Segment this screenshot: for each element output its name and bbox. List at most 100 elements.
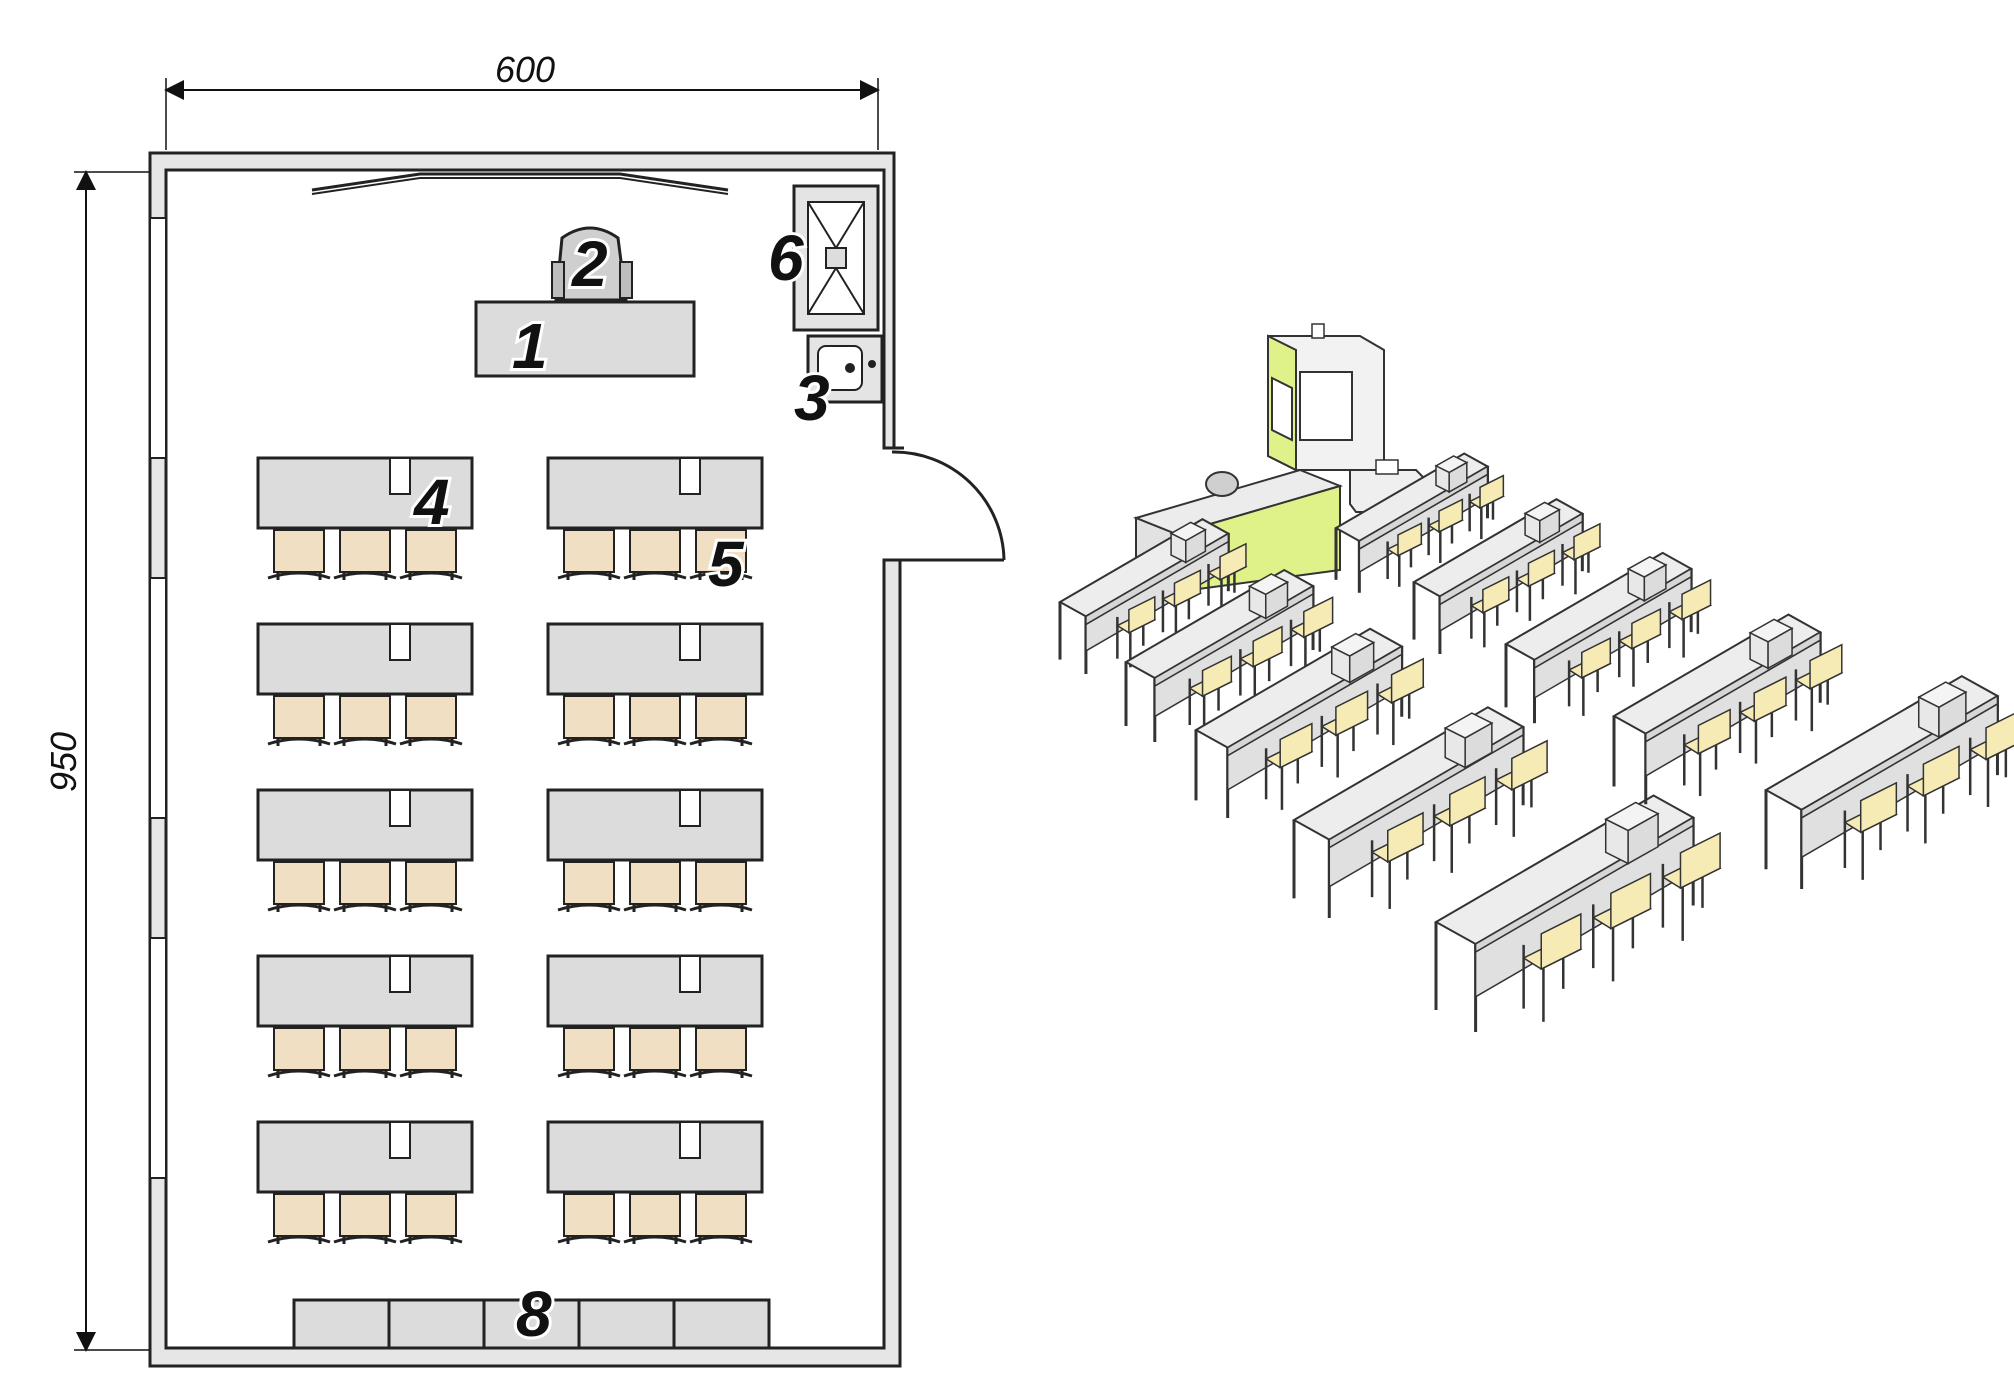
student-desk (256, 456, 474, 580)
persp-chair (1738, 675, 1788, 764)
persp-desk-right (1411, 498, 1602, 654)
teacher-chair (551, 226, 633, 302)
student-desk (546, 954, 764, 1078)
student-desk (256, 788, 474, 912)
persp-chair (1188, 654, 1233, 735)
student-chair (399, 529, 463, 580)
callout-8: 8 (516, 1278, 552, 1350)
student-chair (623, 529, 687, 580)
persp-desk-left (1433, 794, 1722, 1032)
student-chair (333, 1027, 397, 1078)
student-chair (333, 529, 397, 580)
persp-chair (1667, 578, 1713, 658)
callout-3: 3 (794, 362, 830, 434)
student-chair (267, 1027, 331, 1078)
student-desk (256, 622, 474, 746)
student-chair (623, 1027, 687, 1078)
student-chair (267, 1193, 331, 1244)
student-chair (557, 529, 621, 580)
callout-5: 5 (708, 528, 745, 600)
student-desk (546, 1120, 764, 1244)
persp-desk-right (1503, 551, 1713, 724)
rear-cabinet (577, 1298, 676, 1350)
student-chair (557, 1193, 621, 1244)
student-desk (546, 456, 764, 580)
blackboard (311, 172, 729, 195)
dimension-width: 600 (164, 49, 880, 150)
student-desk (546, 622, 764, 746)
persp-chair (1386, 522, 1423, 587)
persp-chair (1682, 708, 1732, 797)
height-label: 950 (43, 732, 84, 792)
persp-chair (1320, 690, 1370, 778)
student-chair (399, 861, 463, 912)
student-desk (256, 1120, 474, 1244)
persp-chair (1375, 657, 1425, 746)
persp-chair (1567, 637, 1612, 716)
persp-chair (1617, 607, 1662, 687)
student-chair (623, 1193, 687, 1244)
persp-chair (1906, 745, 1961, 844)
student-chair (689, 695, 753, 746)
perspective-view (1057, 323, 2014, 1032)
persp-desk-left (1123, 568, 1335, 742)
callout-1: 1 (512, 310, 548, 382)
persp-desk-left (1057, 518, 1248, 674)
persp-chair (1469, 575, 1511, 648)
student-chair (399, 1193, 463, 1244)
persp-chair (1661, 831, 1722, 941)
rear-cabinet (292, 1298, 391, 1350)
persp-student-desks (1057, 452, 2014, 1032)
student-chair (267, 529, 331, 580)
width-label: 600 (495, 49, 555, 90)
persp-desk-right (1333, 452, 1505, 593)
rear-cabinet (672, 1298, 771, 1350)
door (884, 446, 1006, 562)
student-chair (333, 695, 397, 746)
persp-chair (1289, 596, 1335, 676)
student-chair (557, 861, 621, 912)
student-chair (689, 861, 753, 912)
rear-cabinets (292, 1298, 771, 1350)
persp-chair (1494, 739, 1549, 837)
persp-chair (1206, 542, 1248, 615)
persp-chair (1794, 643, 1844, 732)
student-desk (256, 954, 474, 1078)
persp-chair (1515, 549, 1556, 621)
persp-chair (1370, 811, 1425, 909)
student-chair (399, 1027, 463, 1078)
student-chair (333, 861, 397, 912)
callout-6: 6 (768, 222, 804, 294)
persp-desk-left (1193, 627, 1425, 818)
persp-chair (1161, 569, 1202, 641)
fume-hood (792, 184, 880, 332)
rear-cabinet (482, 1298, 581, 1350)
persp-chair (1522, 912, 1583, 1022)
persp-chair (1115, 595, 1157, 668)
persp-chair (1560, 522, 1602, 595)
student-chair (333, 1193, 397, 1244)
callout-2: 2 (571, 228, 608, 300)
student-chair (623, 861, 687, 912)
student-chair (267, 695, 331, 746)
persp-chair (1432, 775, 1487, 873)
student-chair (623, 695, 687, 746)
student-chair (557, 695, 621, 746)
persp-chair (1591, 872, 1652, 982)
teacher-desk (474, 300, 696, 378)
persp-fume-hood (1267, 323, 1385, 472)
student-desk (546, 788, 764, 912)
persp-chair (1843, 781, 1898, 880)
student-chair (267, 861, 331, 912)
rear-cabinet (387, 1298, 486, 1350)
student-chair (689, 529, 753, 580)
persp-chair (1468, 474, 1505, 540)
student-chair (689, 1193, 753, 1244)
room-walls (148, 151, 1006, 1368)
sink (806, 334, 884, 404)
persp-desk-left (1291, 706, 1549, 918)
dimension-height: 950 (43, 170, 150, 1352)
student-chair (689, 1027, 753, 1078)
